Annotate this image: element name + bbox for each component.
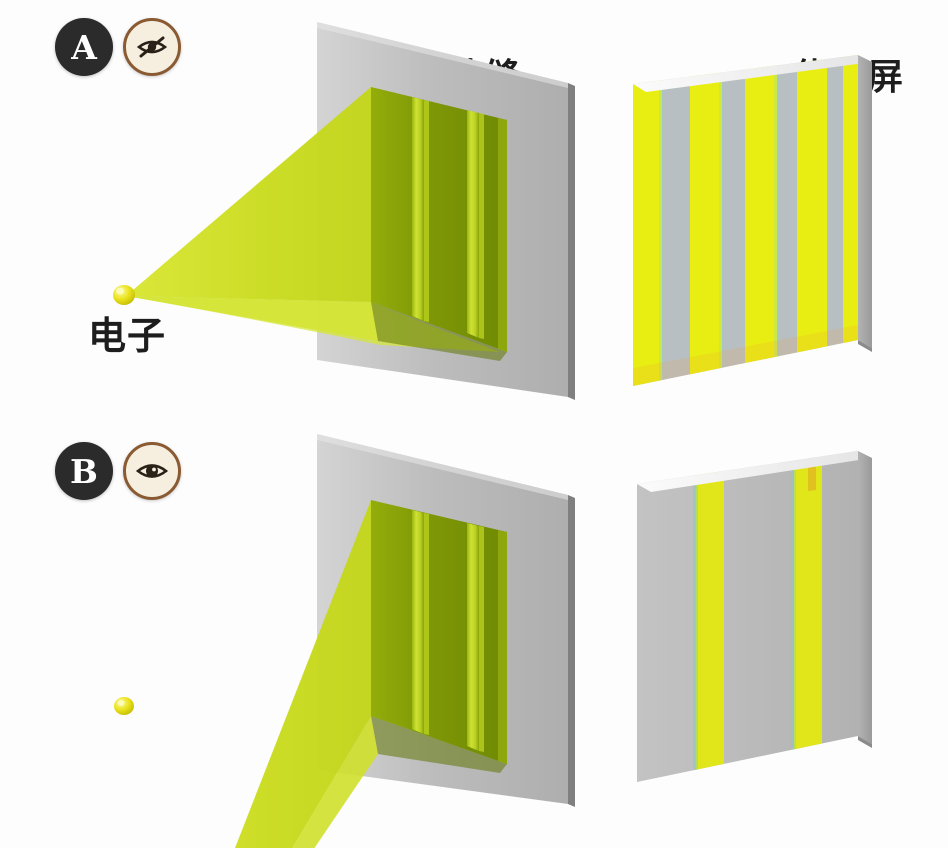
panel-b-badge-row: B — [55, 442, 181, 500]
observation-eye-icon — [123, 442, 181, 500]
detector-screen-b — [637, 451, 872, 782]
no-observation-icon — [123, 18, 181, 76]
label-electron-source: 电子 — [88, 314, 167, 358]
panel-b-letter-badge: B — [55, 442, 113, 500]
electron-source-point — [114, 697, 134, 715]
detector-screen-a — [633, 55, 872, 386]
panel-b-scene — [114, 434, 872, 848]
panel-a-scene — [113, 22, 872, 400]
two-slit-bands — [693, 456, 822, 777]
illuminated-slit-slab — [371, 87, 507, 361]
electron-beam-fan — [235, 500, 378, 848]
panel-b: B — [0, 424, 948, 848]
panel-a: A 狭缝 侦测屏 电子 — [55, 18, 903, 400]
illuminated-slit-slab — [371, 500, 507, 773]
panel-a-letter-badge: A — [55, 18, 113, 76]
panel-a-badge-row: A — [55, 18, 181, 76]
electron-source-point — [113, 285, 135, 305]
interference-fringe-bands — [633, 55, 858, 386]
